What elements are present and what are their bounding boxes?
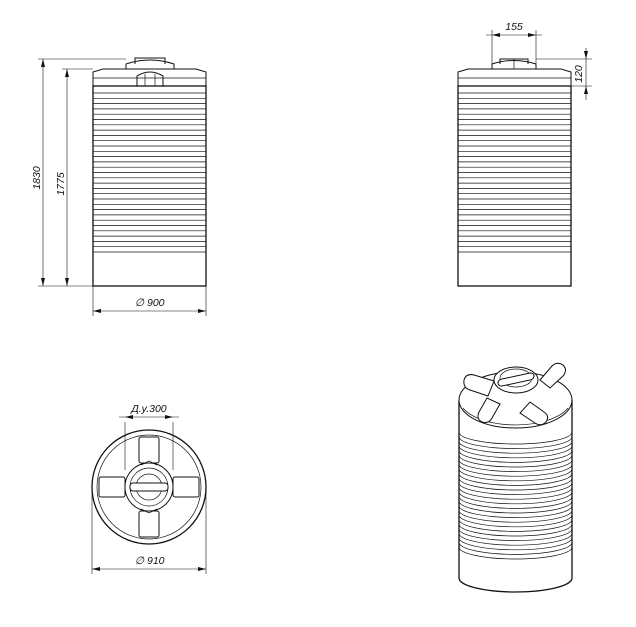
- dim-neck-height-label: 120: [573, 65, 585, 83]
- iso-radial-arms: [463, 362, 566, 426]
- top-hatch-ring: [124, 462, 174, 512]
- front-vent-dome: [136, 71, 164, 86]
- iso-rib: [458, 533, 573, 546]
- iso-rib: [458, 431, 573, 445]
- top-view: Д.у.300 ∅ 910: [91, 403, 207, 574]
- iso-rib: [458, 505, 573, 518]
- dim-nominal-bore-label: Д.у.300: [130, 403, 166, 415]
- iso-rib: [458, 464, 573, 477]
- side-ribs: [458, 92, 571, 253]
- front-ribs: [93, 92, 206, 253]
- diameter-symbol: ∅: [135, 297, 145, 309]
- side-tank-shoulder: [457, 68, 572, 86]
- iso-rib: [458, 519, 573, 532]
- top-lid-handle: [129, 482, 169, 492]
- dim-overall-height-label: 1830: [31, 166, 43, 190]
- iso-rib: [458, 436, 573, 449]
- iso-rib: [458, 459, 573, 472]
- dim-neck-width-label: 155: [505, 21, 523, 33]
- dim-body-diameter-label: 900: [147, 297, 165, 309]
- front-tank-shoulder: [92, 68, 207, 86]
- top-radial-arms: [98, 436, 200, 538]
- iso-rib: [458, 537, 573, 551]
- dim-top-diameter-label: 910: [147, 555, 165, 567]
- iso-ribs: [458, 431, 573, 560]
- iso-rib: [458, 542, 573, 555]
- iso-rib: [458, 473, 573, 486]
- iso-rib: [458, 491, 573, 505]
- side-tank-body: [457, 85, 572, 287]
- iso-lid-handle: [497, 372, 535, 387]
- iso-rib: [458, 510, 573, 523]
- iso-rib: [458, 468, 573, 482]
- iso-rib: [458, 546, 573, 560]
- iso-rib: [458, 441, 573, 454]
- iso-rib: [458, 523, 573, 537]
- iso-rib: [458, 487, 573, 500]
- iso-rib: [458, 445, 573, 459]
- isometric-view: [458, 362, 573, 593]
- iso-rib: [458, 528, 573, 541]
- iso-rib: [458, 477, 573, 491]
- diameter-symbol-top: ∅: [135, 555, 145, 567]
- iso-rib: [458, 514, 573, 528]
- front-tank-neck: [125, 59, 175, 69]
- dim-body-height-label: 1775: [55, 172, 67, 196]
- iso-rib: [458, 482, 573, 495]
- side-view: 155 120: [457, 21, 592, 287]
- iso-bottom-edge: [458, 577, 573, 593]
- front-view: 1830 1775 ∅ 900: [31, 57, 207, 316]
- iso-rib: [458, 454, 573, 468]
- iso-rib: [458, 496, 573, 509]
- iso-rib: [458, 450, 573, 463]
- front-tank-body: [92, 85, 207, 287]
- iso-rib: [458, 500, 573, 514]
